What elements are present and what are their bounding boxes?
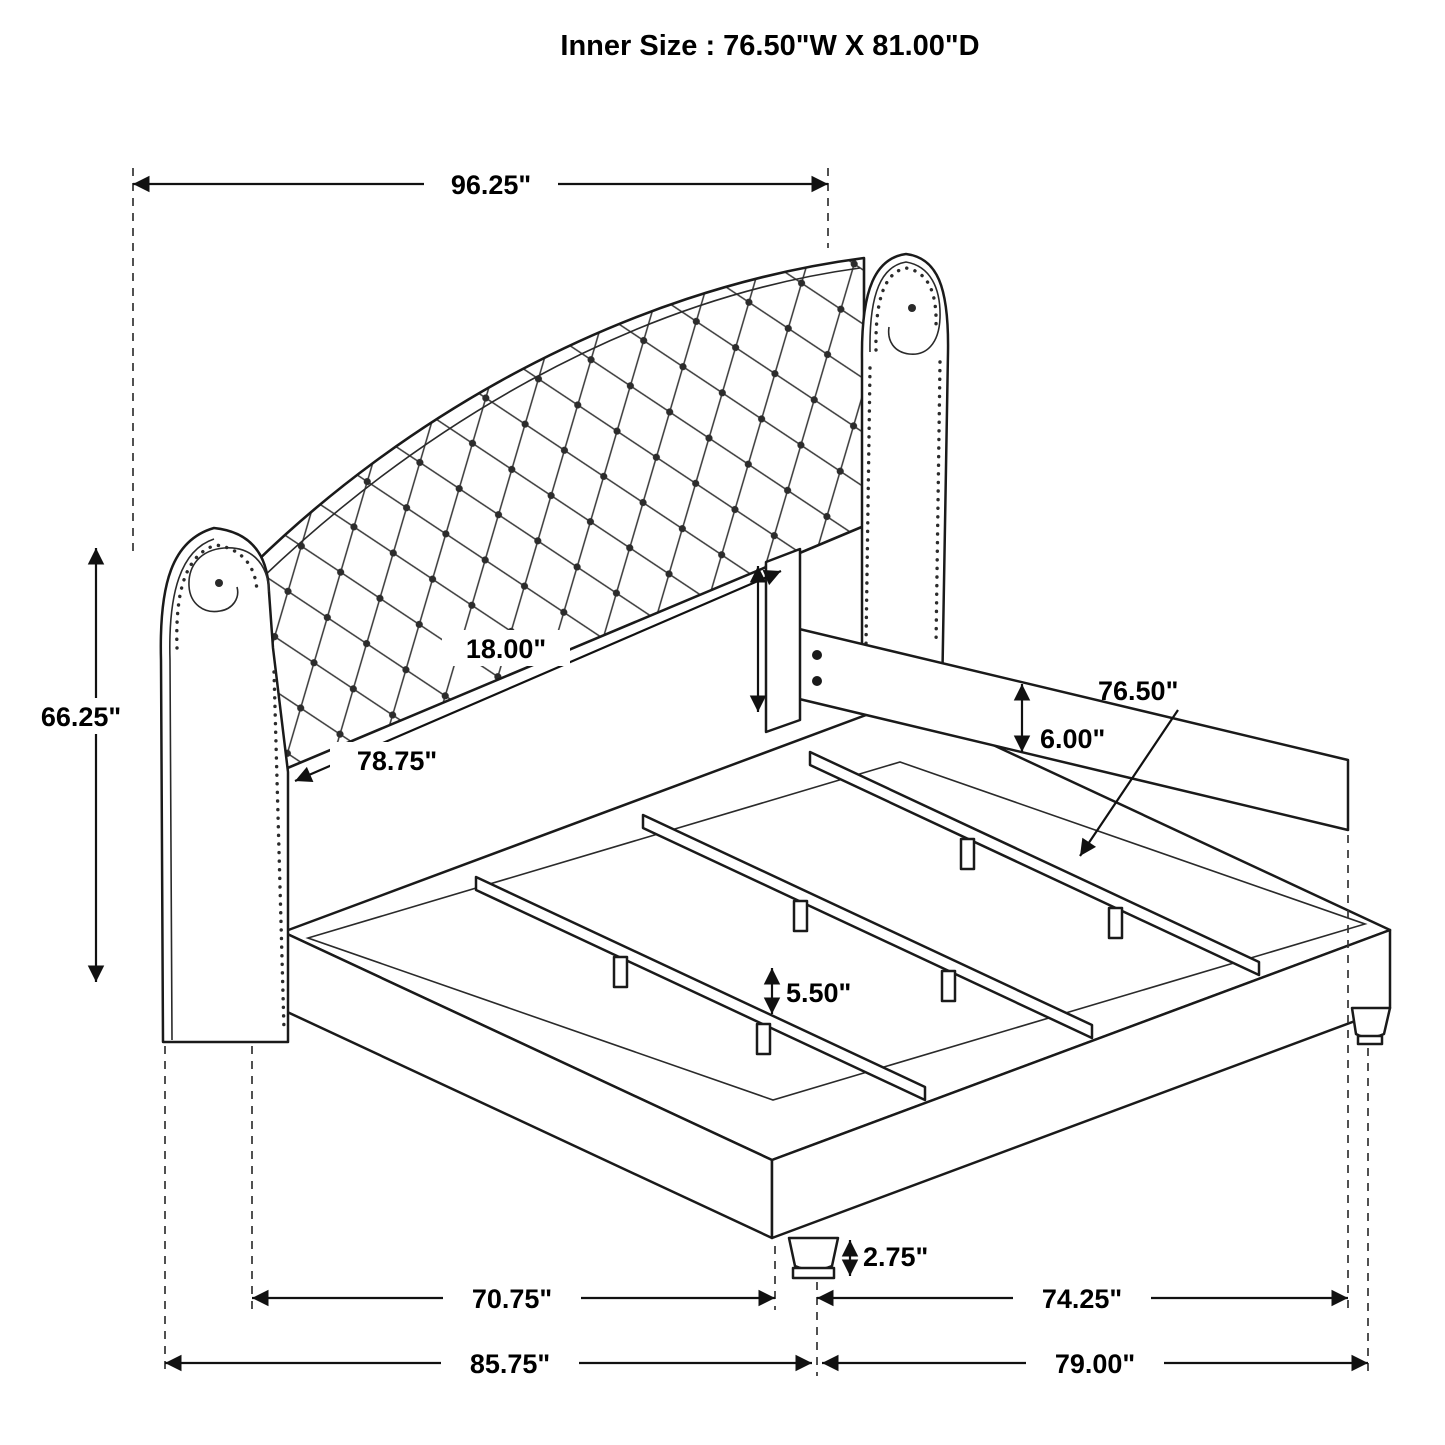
nailhead-trim-left-scroll <box>175 543 259 650</box>
right-leg-base <box>1356 1034 1384 1046</box>
dim-leg-height-label: 2.75" <box>863 1242 928 1272</box>
platform-frame <box>281 700 1392 1280</box>
dim-support-height-label: 5.50" <box>786 978 851 1008</box>
dim-rail-height-label: 6.00" <box>1040 724 1105 754</box>
slat-support-leg <box>959 837 976 871</box>
dim-inner-width-label: 70.75" <box>472 1284 552 1314</box>
dim-support-height: 5.50" <box>763 968 851 1014</box>
slat-support-leg <box>612 955 629 989</box>
headboard-top-roll-line <box>261 267 861 579</box>
right-leg <box>1350 1006 1392 1039</box>
bolt-hole <box>812 676 822 686</box>
dim-inner-width: 70.75" <box>251 1280 775 1314</box>
slat-support-leg <box>940 969 957 1003</box>
dim-slat-length: 76.50" <box>1079 676 1179 857</box>
dim-headboard-height-label: 66.25" <box>41 702 121 732</box>
dim-footprint-width: 85.75" <box>165 1345 812 1379</box>
dim-headboard-to-rail: 18.00" <box>442 566 767 712</box>
dim-inner-depth-label: 74.25" <box>1042 1284 1122 1314</box>
dim-headboard-to-rail-label: 18.00" <box>466 634 546 664</box>
bolt-hole <box>812 650 822 660</box>
dim-headboard-width-label: 78.75" <box>357 746 437 776</box>
slat <box>641 813 1094 1040</box>
slats <box>474 750 1261 1102</box>
slat <box>474 875 927 1102</box>
dim-headboard-height: 66.25" <box>26 548 136 982</box>
dim-inner-depth: 74.25" <box>817 1280 1348 1314</box>
diagram-title: Inner Size : 76.50"W X 81.00"D <box>560 30 979 62</box>
nailhead-trim-right-inner <box>864 366 872 647</box>
dim-footprint-width-label: 85.75" <box>470 1349 550 1379</box>
left-scroll-center <box>215 579 223 587</box>
slat-support-leg <box>1107 906 1124 940</box>
dim-leg-height: 2.75" <box>841 1240 928 1276</box>
left-scroll-spiral <box>188 547 270 613</box>
dim-headboard-width: 78.75" <box>294 569 782 783</box>
headboard-right-wing <box>860 252 950 702</box>
front-leg <box>787 1236 840 1272</box>
dim-slat-length-label: 76.50" <box>1098 676 1178 706</box>
slat-support-leg <box>755 1022 772 1056</box>
nailhead-trim-right-scroll <box>874 266 938 352</box>
left-wing-roll-line <box>169 538 215 1041</box>
dim-overall-depth-label: 79.00" <box>1055 1349 1135 1379</box>
nailhead-trim-left-edge <box>272 670 286 1032</box>
dim-overall-width-label: 96.25" <box>451 170 531 200</box>
front-leg-base <box>791 1266 836 1280</box>
dim-overall-width: 96.25" <box>132 166 829 556</box>
slat <box>808 750 1261 977</box>
right-scroll-center <box>908 304 916 312</box>
slat-support-leg <box>792 899 809 933</box>
dim-rail-height: 6.00" <box>1013 684 1105 754</box>
dim-overall-depth: 79.00" <box>822 1345 1368 1379</box>
frame-inner-rim <box>305 761 1368 1101</box>
right-scroll-spiral <box>869 261 941 355</box>
headboard-left-wing <box>159 526 290 1044</box>
